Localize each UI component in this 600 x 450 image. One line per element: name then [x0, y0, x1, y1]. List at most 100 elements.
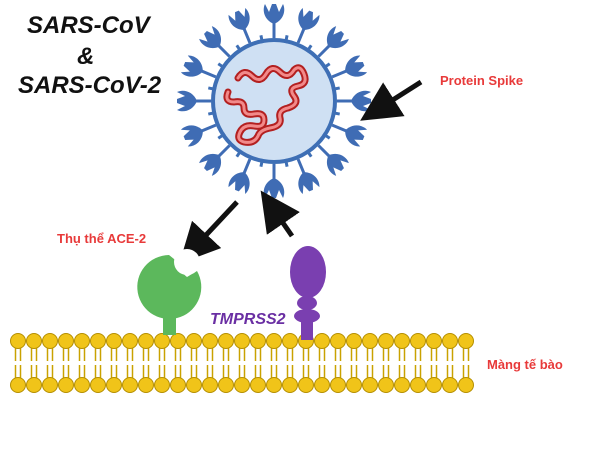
- lipid-head: [202, 333, 218, 349]
- lipid-head: [10, 333, 26, 349]
- lipid-head: [282, 377, 298, 393]
- lipid-head: [122, 333, 138, 349]
- spike-protein: [225, 153, 261, 197]
- envelope-stub: [217, 62, 226, 70]
- tmprss2-label: TMPRSS2: [210, 311, 286, 328]
- lipid-head: [26, 333, 42, 349]
- lipid-head: [410, 377, 426, 393]
- envelope-stub: [284, 34, 289, 44]
- ace2-receptor: [137, 249, 202, 335]
- arrow-spike-to-ace2: [179, 200, 239, 264]
- lipid-head: [218, 333, 234, 349]
- envelope-stub: [259, 158, 264, 168]
- lipid-head: [378, 333, 394, 349]
- lipid-head: [426, 377, 442, 393]
- lipid-head: [266, 377, 282, 393]
- lipid-head: [106, 333, 122, 349]
- lipid-head: [394, 377, 410, 393]
- lipid-head: [250, 377, 266, 393]
- lipid-head: [426, 333, 442, 349]
- lipid-head: [442, 333, 458, 349]
- lipid-head: [458, 333, 474, 349]
- lipid-head: [186, 377, 202, 393]
- spike-protein: [262, 2, 286, 40]
- lipid-head: [250, 333, 266, 349]
- lipid-head: [218, 377, 234, 393]
- lipid-head: [234, 333, 250, 349]
- title-line-1: SARS-CoV: [27, 12, 150, 39]
- envelope-stub: [207, 86, 217, 91]
- envelope-stub: [235, 149, 243, 158]
- lipid-head: [170, 377, 186, 393]
- lipid-head: [330, 333, 346, 349]
- cell-membrane: [10, 333, 474, 393]
- envelope-stub: [305, 44, 313, 53]
- lipid-head: [314, 377, 330, 393]
- lipid-head: [138, 333, 154, 349]
- lipid-head: [58, 333, 74, 349]
- lipid-head: [90, 333, 106, 349]
- lipid-head: [394, 333, 410, 349]
- lipid-head: [234, 377, 250, 393]
- spike-protein: [335, 89, 373, 113]
- spike-protein: [326, 114, 370, 150]
- virus-membrane-stubs: [207, 34, 341, 168]
- lipid-head: [282, 333, 298, 349]
- lipid-head: [266, 333, 282, 349]
- ace2-receptor-label: Thụ thể ACE-2: [57, 231, 147, 246]
- spike-protein: [287, 5, 323, 49]
- arrow-tmprss2-to-spike: [260, 190, 300, 238]
- envelope-stub: [331, 86, 341, 91]
- tmprss2-protease: [290, 246, 326, 340]
- lipid-head: [346, 377, 362, 393]
- lipid-head: [298, 377, 314, 393]
- envelope-stub: [322, 132, 331, 140]
- lipid-head: [74, 333, 90, 349]
- lipid-head: [346, 333, 362, 349]
- envelope-stub: [322, 62, 331, 70]
- lipid-head: [122, 377, 138, 393]
- lipid-head: [42, 333, 58, 349]
- virus-particle: [175, 2, 373, 200]
- lipid-head: [314, 333, 330, 349]
- spike-protein: [287, 153, 323, 197]
- spike-protein: [262, 162, 286, 200]
- lipid-head: [90, 377, 106, 393]
- lipid-head: [42, 377, 58, 393]
- spike-protein: [178, 52, 222, 88]
- envelope-stub: [217, 132, 226, 140]
- envelope-stub: [207, 111, 217, 116]
- lipid-head: [154, 333, 170, 349]
- lipid-head: [170, 333, 186, 349]
- lipid-head: [10, 377, 26, 393]
- lipid-head: [186, 333, 202, 349]
- cell-membrane-label: Màng tế bào: [487, 357, 563, 372]
- title-ampersand: &: [77, 43, 95, 70]
- lipid-head: [442, 377, 458, 393]
- lipid-head: [458, 377, 474, 393]
- lipid-head: [330, 377, 346, 393]
- spike-protein: [326, 52, 370, 88]
- spike-protein: [175, 89, 213, 113]
- lipid-head: [378, 377, 394, 393]
- lipid-head: [138, 377, 154, 393]
- lipid-head: [154, 377, 170, 393]
- lipid-head: [362, 377, 378, 393]
- arrow-to-spike: [360, 79, 423, 121]
- title-line-2: SARS-CoV-2: [18, 72, 162, 99]
- envelope-stub: [305, 149, 313, 158]
- envelope-stub: [259, 34, 264, 44]
- lipid-head: [26, 377, 42, 393]
- spike-protein: [178, 114, 222, 150]
- envelope-stub: [235, 44, 243, 53]
- lipid-head: [362, 333, 378, 349]
- lipid-head: [202, 377, 218, 393]
- lipid-head: [74, 377, 90, 393]
- lipid-head: [410, 333, 426, 349]
- envelope-stub: [331, 111, 341, 116]
- lipid-head: [106, 377, 122, 393]
- lipid-head: [58, 377, 74, 393]
- envelope-stub: [284, 158, 289, 168]
- protein-spike-label: Protein Spike: [440, 73, 524, 88]
